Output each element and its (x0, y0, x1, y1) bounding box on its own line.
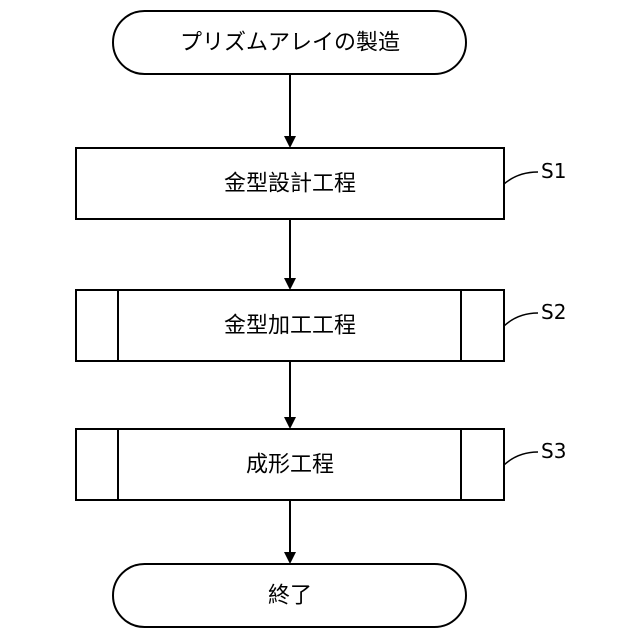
end-terminal: 終了 (113, 564, 466, 627)
arrow-head-icon (284, 552, 296, 564)
arrow-head-icon (284, 136, 296, 148)
step-1: 金型設計工程 (76, 148, 504, 219)
step-3: 成形工程 (76, 429, 504, 500)
start-terminal-label: プリズムアレイの製造 (180, 31, 400, 56)
arrow-start-to-s1 (284, 74, 296, 148)
s2-leader-line (504, 313, 538, 326)
step-2: 金型加工工程 (76, 290, 504, 361)
s1-label: S1 (541, 159, 566, 183)
step-1-label: 金型設計工程 (224, 172, 356, 197)
s2-label: S2 (541, 300, 566, 324)
step-3-label: 成形工程 (246, 453, 334, 478)
arrow-s2-to-s3 (284, 361, 296, 429)
arrow-s3-to-end (284, 500, 296, 564)
end-terminal-label: 終了 (268, 584, 312, 609)
s1-leader-line (504, 172, 538, 184)
s3-label: S3 (541, 439, 566, 463)
arrow-head-icon (284, 278, 296, 290)
step-2-label: 金型加工工程 (224, 314, 356, 339)
arrow-s1-to-s2 (284, 219, 296, 290)
s3-leader-line (504, 452, 538, 465)
start-terminal: プリズムアレイの製造 (113, 11, 466, 74)
arrow-head-icon (284, 417, 296, 429)
